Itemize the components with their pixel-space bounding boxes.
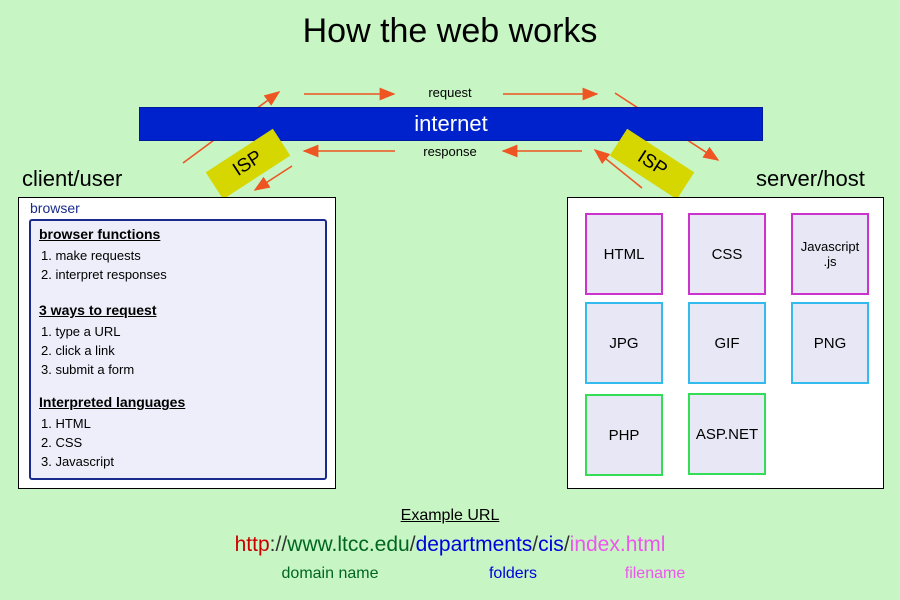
list-item: 2. CSS (41, 435, 83, 450)
client-label: client/user (22, 166, 123, 191)
file-label: JPG (609, 334, 639, 352)
example-url-heading: Example URL (400, 507, 500, 524)
file-jpg: JPG (585, 302, 663, 384)
isp-right-label: ISP (633, 146, 671, 181)
file-aspnet: ASP.NET (688, 393, 766, 475)
url-separator: / (532, 533, 539, 556)
url-filename: index.html (569, 533, 666, 556)
file-label: PNG (813, 334, 847, 352)
list-item: 1. make requests (41, 248, 141, 263)
browser-label: browser (30, 200, 80, 216)
folders-caption: folders (488, 565, 538, 582)
list-item: 1. type a URL (41, 324, 121, 339)
file-label: CSS (711, 245, 743, 263)
domain-name-caption: domain name (281, 565, 379, 582)
file-label: PHP (608, 426, 640, 444)
file-gif: GIF (688, 302, 766, 384)
list-item: 3. Javascript (41, 454, 114, 469)
server-label: server/host (756, 166, 865, 191)
url-folder: cis (538, 533, 564, 556)
list-item: 2. click a link (41, 343, 115, 358)
file-php: PHP (585, 394, 663, 476)
interpreted-languages-title: Interpreted languages (39, 394, 186, 410)
url-separator: :// (269, 533, 288, 556)
file-png: PNG (791, 302, 869, 384)
file-javascript: Javascript .js (791, 213, 869, 295)
file-css: CSS (688, 213, 766, 295)
url-separator: / (563, 533, 570, 556)
isp-left-label: ISP (229, 146, 267, 181)
browser-window: browser functions 1. make requests 2. in… (29, 219, 327, 480)
file-label: GIF (714, 334, 740, 352)
url-protocol: http (234, 533, 270, 556)
ways-to-request-title: 3 ways to request (39, 302, 157, 318)
request-label: request (428, 85, 472, 100)
file-html: HTML (585, 213, 663, 295)
url-folder: departments (415, 533, 533, 556)
url-domain: www.ltcc.edu (287, 533, 410, 556)
file-label: Javascript .js (800, 239, 860, 269)
file-label: ASP.NET (695, 425, 759, 443)
page-title: How the web works (302, 12, 598, 50)
browser-functions-title: browser functions (39, 226, 161, 242)
list-item: 3. submit a form (41, 362, 135, 377)
url-separator: / (409, 533, 416, 556)
list-item: 2. interpret responses (41, 267, 167, 282)
file-label: HTML (603, 245, 645, 263)
example-url: http://www.ltcc.edu/departments/cis/inde… (0, 533, 900, 557)
response-label: response (423, 144, 477, 159)
internet-bar: internet (139, 107, 763, 141)
list-item: 1. HTML (41, 416, 91, 431)
filename-caption: filename (624, 565, 686, 582)
